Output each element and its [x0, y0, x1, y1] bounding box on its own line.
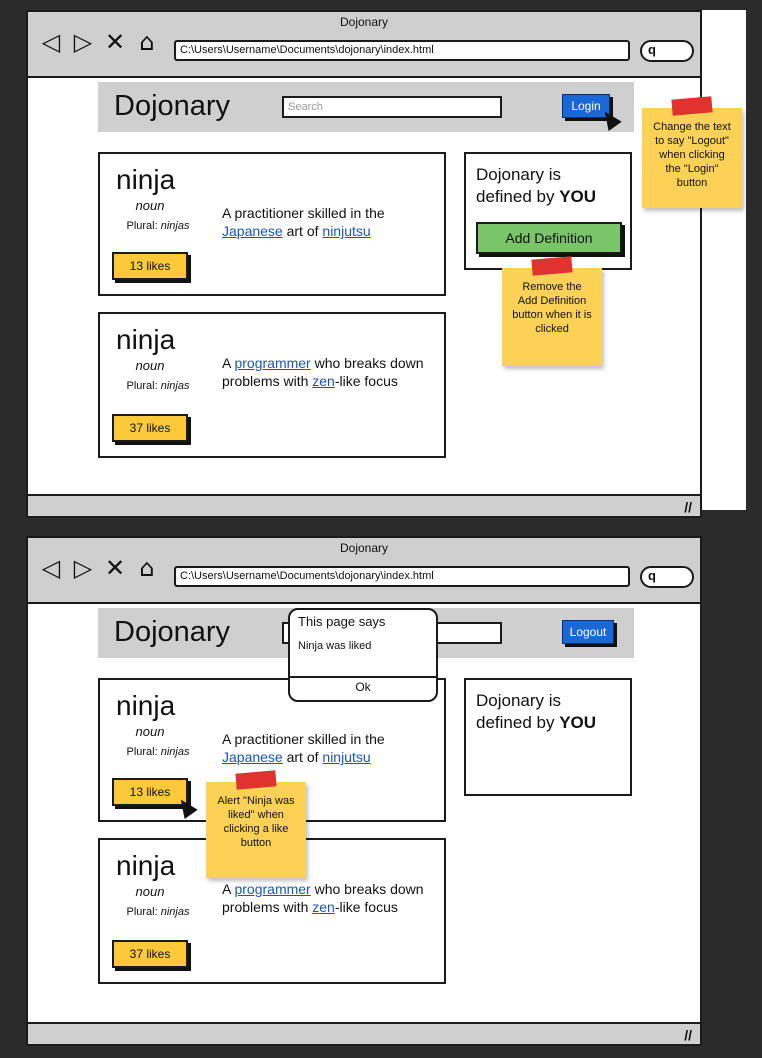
link-japanese[interactable]: Japanese [222, 749, 283, 765]
sticky-note-like: Alert "Ninja was liked" when clicking a … [206, 770, 306, 878]
like-button[interactable]: 37 likes [112, 940, 188, 968]
word-title: ninja [116, 850, 176, 881]
alert-title: This page says [298, 614, 386, 629]
part-of-speech: noun [135, 198, 165, 213]
back-icon[interactable]: ◁ [41, 28, 61, 56]
link-japanese[interactable]: Japanese [222, 223, 283, 239]
site-logo: Dojonary [114, 90, 231, 122]
tape-icon [671, 96, 713, 116]
site-header: Dojonary Search Login [98, 82, 634, 132]
definition-card: ninja noun Plural: ninjas A programmer w… [98, 312, 446, 458]
part-of-speech: noun [135, 358, 165, 373]
note-text: Change the text to say "Logout" when cli… [653, 121, 731, 189]
address-bar[interactable]: C:\Users\Username\Documents\dojonary\ind… [174, 40, 630, 61]
definition-text: A programmer who breaks down problems wi… [222, 881, 424, 915]
note-text: Remove the Add Definition button when it… [512, 281, 592, 335]
title-bar: Dojonary ◁ ▷ ✕ ⌂ C:\Users\Username\Docum… [28, 12, 700, 78]
home-icon[interactable]: ⌂ [139, 28, 155, 56]
resize-grip-icon[interactable]: // [684, 1027, 692, 1043]
alert-ok-button[interactable]: Ok [355, 680, 371, 694]
login-button[interactable]: Login [562, 94, 610, 118]
plural-form: Plural: ninjas [126, 380, 190, 392]
resize-grip-icon[interactable]: // [684, 499, 692, 515]
logout-button[interactable]: Logout [562, 620, 614, 644]
sticky-note-login: Change the text to say "Logout" when cli… [642, 96, 742, 208]
link-zen[interactable]: zen [312, 373, 335, 389]
definition-text: A programmer who breaks down problems wi… [222, 355, 424, 389]
like-button[interactable]: 13 likes [112, 778, 188, 806]
link-ninjutsu[interactable]: ninjutsu [322, 223, 371, 239]
window-title: Dojonary [339, 541, 389, 555]
alert-message: Ninja was liked [298, 640, 372, 652]
plural-form: Plural: ninjas [126, 746, 190, 758]
status-bar: // [28, 494, 700, 516]
site-logo: Dojonary [114, 616, 231, 648]
address-bar[interactable]: C:\Users\Username\Documents\dojonary\ind… [174, 566, 630, 587]
background-strip [702, 10, 746, 510]
part-of-speech: noun [135, 724, 165, 739]
word-title: ninja [116, 690, 176, 721]
search-input[interactable]: Search [282, 96, 502, 118]
note-text: Alert "Ninja was liked" when clicking a … [217, 795, 295, 849]
title-bar: Dojonary ◁ ▷ ✕ ⌂ C:\Users\Username\Docum… [28, 538, 700, 604]
search-icon: q [648, 568, 656, 583]
like-button[interactable]: 13 likes [112, 252, 188, 280]
forward-icon[interactable]: ▷ [73, 28, 93, 56]
definition-text: A practitioner skilled in the Japanese a… [222, 205, 385, 239]
link-ninjutsu[interactable]: ninjutsu [322, 749, 371, 765]
browser-window-1: Dojonary ◁ ▷ ✕ ⌂ C:\Users\Username\Docum… [26, 10, 702, 518]
close-icon[interactable]: ✕ [104, 554, 126, 582]
nav-controls: ◁ ▷ ✕ ⌂ [38, 556, 160, 580]
link-zen[interactable]: zen [312, 899, 335, 915]
tape-icon [235, 770, 277, 790]
nav-controls: ◁ ▷ ✕ ⌂ [38, 30, 160, 54]
tape-icon [531, 256, 573, 276]
link-programmer[interactable]: programmer [234, 881, 311, 897]
word-title: ninja [116, 164, 176, 195]
sticky-note-add-definition: Remove the Add Definition button when it… [502, 256, 602, 366]
browser-search-button[interactable]: q [640, 40, 694, 62]
status-bar: // [28, 1022, 700, 1044]
browser-search-button[interactable]: q [640, 566, 694, 588]
word-title: ninja [116, 324, 176, 355]
forward-icon[interactable]: ▷ [73, 554, 93, 582]
like-button[interactable]: 37 likes [112, 414, 188, 442]
home-icon[interactable]: ⌂ [139, 554, 155, 582]
part-of-speech: noun [135, 884, 165, 899]
add-definition-button[interactable]: Add Definition [476, 222, 622, 254]
plural-form: Plural: ninjas [126, 220, 190, 232]
close-icon[interactable]: ✕ [104, 28, 126, 56]
plural-form: Plural: ninjas [126, 906, 190, 918]
window-title: Dojonary [339, 15, 389, 29]
alert-divider [290, 676, 436, 678]
search-icon: q [648, 42, 656, 57]
alert-dialog: This page says Ninja was liked Ok [288, 608, 438, 702]
definition-card: ninja noun Plural: ninjas A practitioner… [98, 152, 446, 296]
back-icon[interactable]: ◁ [41, 554, 61, 582]
link-programmer[interactable]: programmer [234, 355, 311, 371]
definition-text: A practitioner skilled in the Japanese a… [222, 731, 385, 765]
